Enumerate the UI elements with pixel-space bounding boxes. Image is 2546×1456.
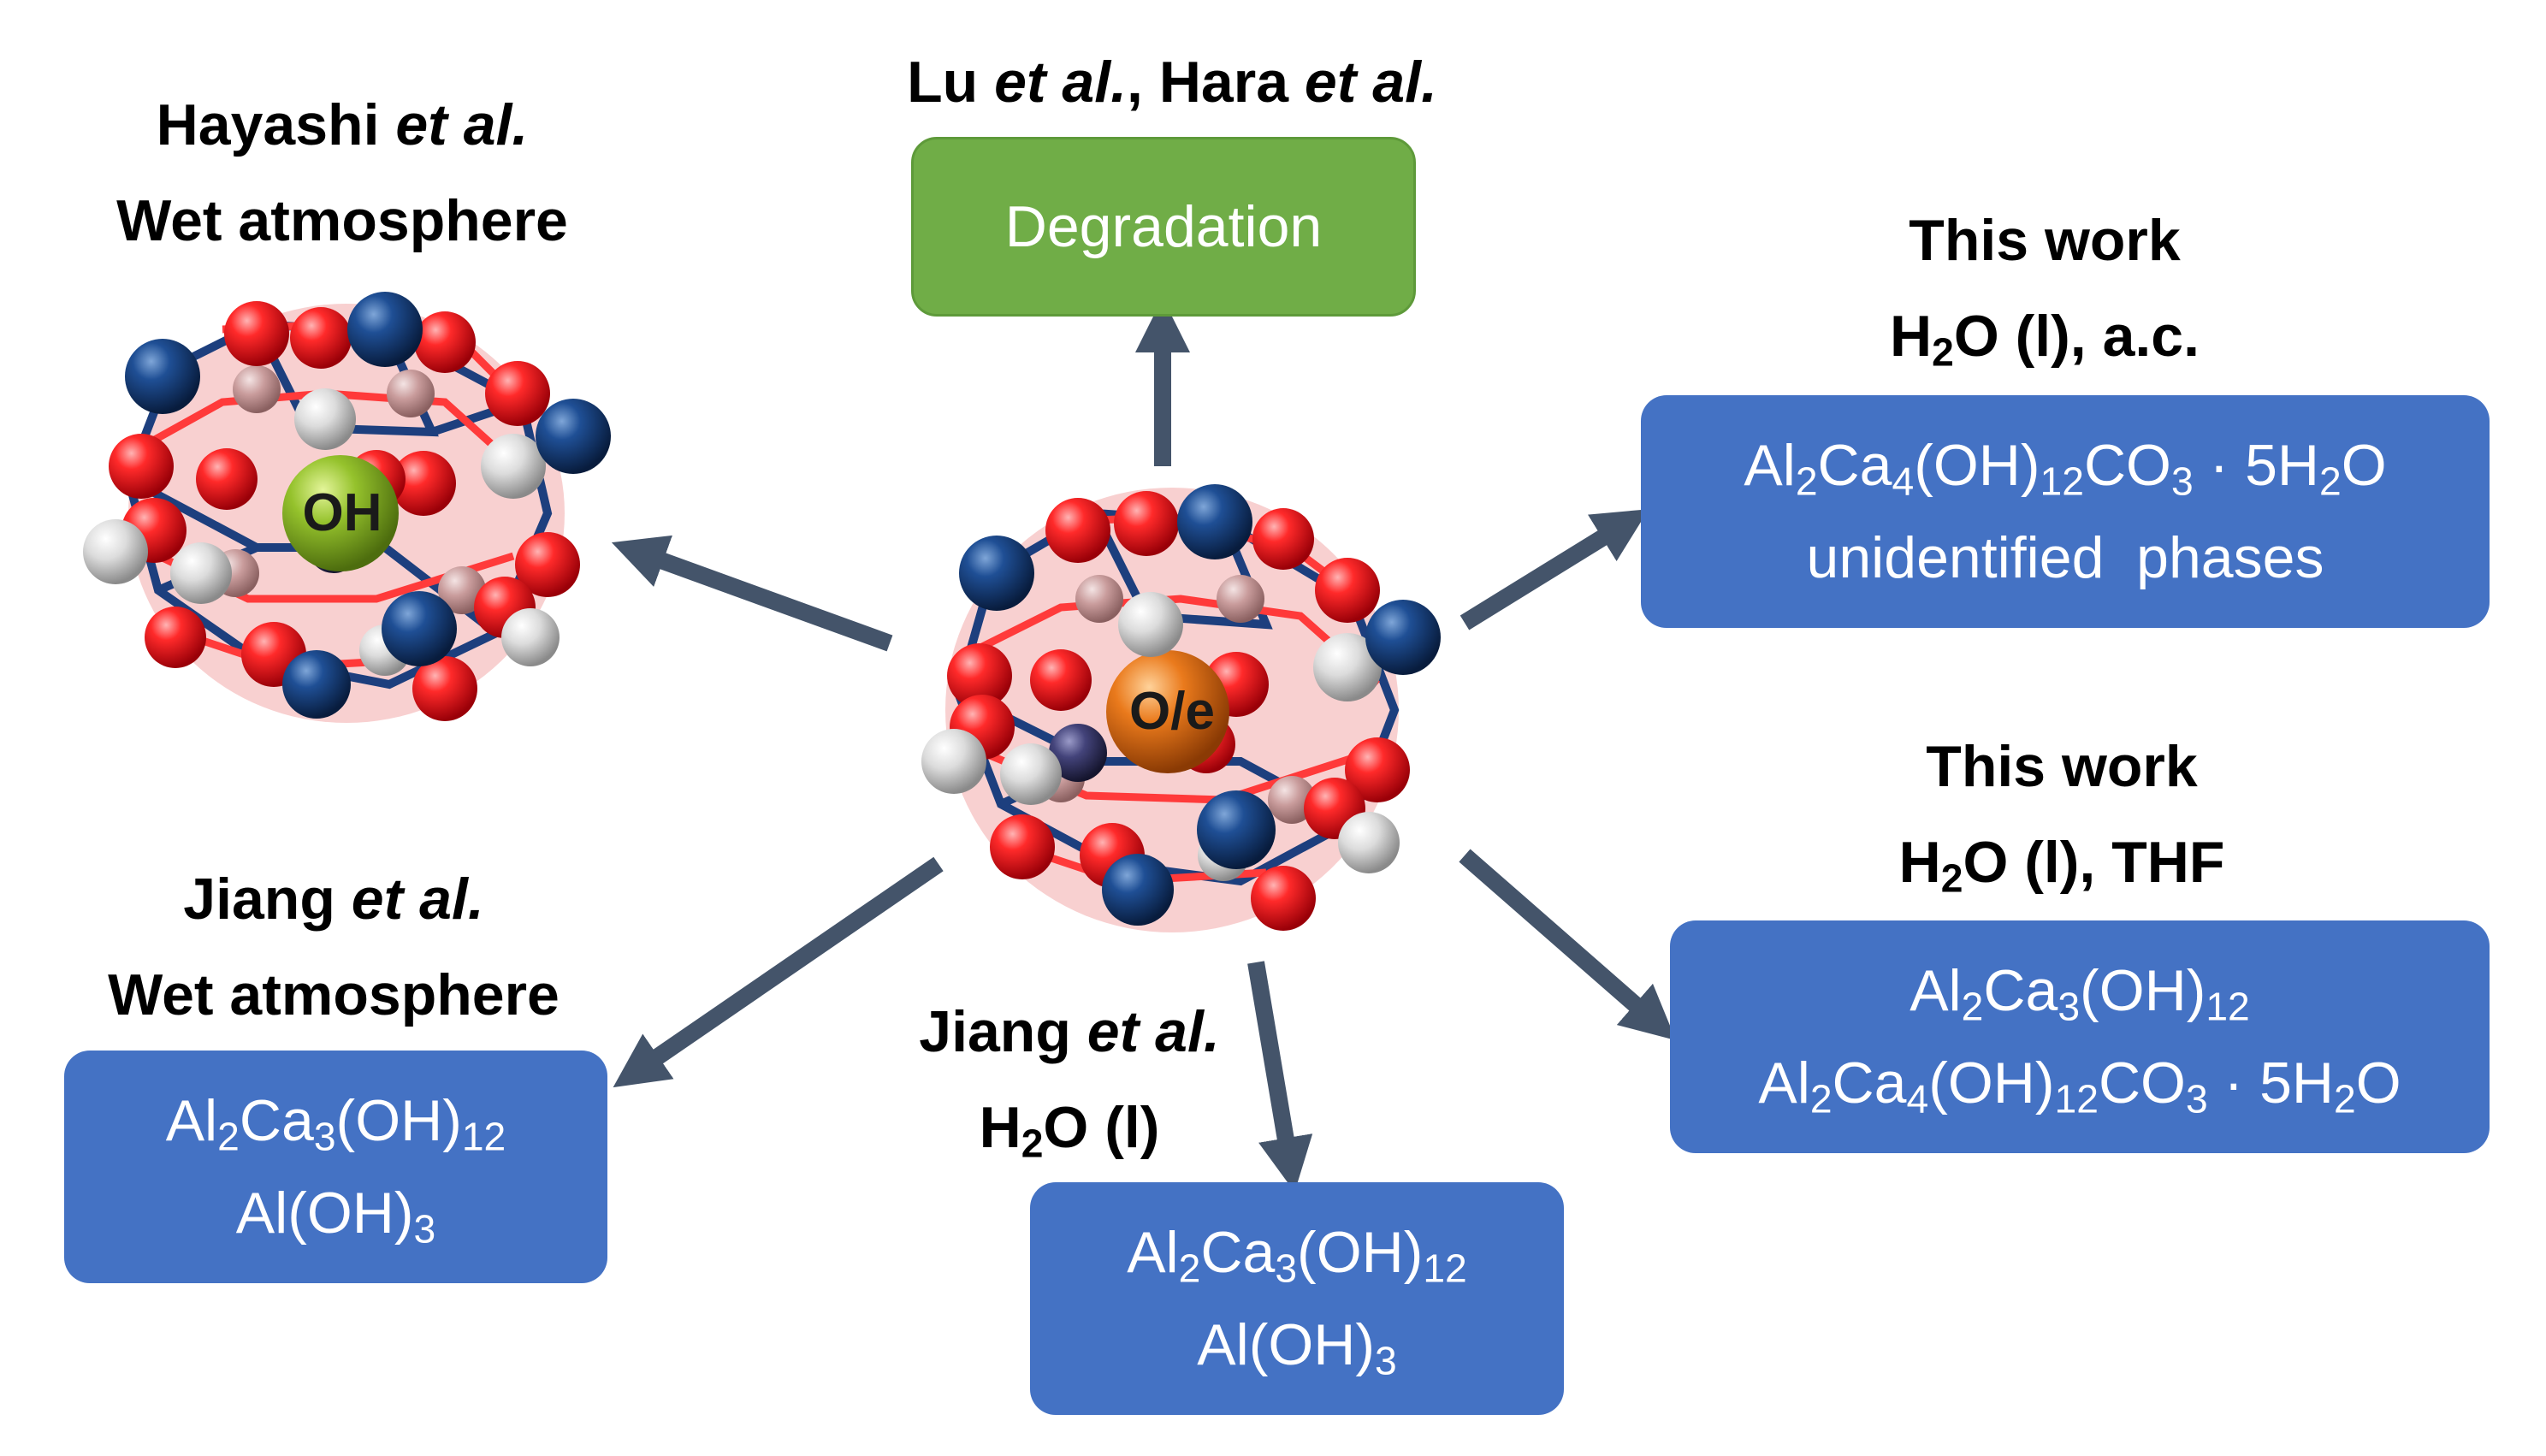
lu-hara-label: Lu et al., Hara et al. [821,34,1523,130]
atom [1045,498,1110,563]
author-name: Jiang [183,867,352,932]
author-name: Hayashi [156,92,396,157]
atom [1118,592,1183,657]
atom [536,399,611,474]
thiswork-ac-label: This work H2O (l), a.c. [1745,192,2344,384]
formula-line: Al2Ca3(OH)12 [165,1088,506,1159]
arrow-to-hayashi [611,535,893,652]
degradation-text: Degradation [1004,194,1323,259]
atom [515,532,580,597]
atom [1365,600,1441,675]
et-al-text: et al. [395,92,529,157]
this-work-text: This work [1909,208,2181,273]
atom [145,607,206,668]
et-al-text: et al. [994,50,1128,115]
atom [382,591,457,666]
arrow-to-jiang-wet [613,856,944,1088]
this-work-text: This work [1926,734,2198,799]
atom [391,451,456,516]
atom [109,434,174,499]
atom [1315,558,1380,623]
condition-text: Wet atmosphere [116,188,568,253]
atom [959,536,1034,611]
atom [990,814,1055,879]
atom [1075,575,1123,623]
atom [1102,854,1174,926]
formula-line: Al2Ca3(OH)12 [1910,958,2250,1029]
condition-text: H2O (l), a.c. [1889,304,2200,375]
atom [1197,790,1276,869]
jiang-wet-label: Jiang et al. Wet atmosphere [34,851,633,1043]
atom [485,361,550,426]
atom [1177,484,1252,559]
oe-center-label: O/e [1129,682,1215,741]
atom [412,656,477,721]
atom [224,301,289,366]
thiswork-ac-box: Al2Ca4(OH)12CO3 · 5H2O unidentified phas… [1641,395,2490,628]
atom [1268,776,1316,824]
degradation-box: Degradation [911,137,1416,317]
author-name: Jiang [919,999,1087,1064]
atom [233,365,281,413]
atom [921,729,986,794]
atom [438,566,486,614]
atom [1345,737,1410,802]
lu-hara-line: Lu et al., Hara et al. [821,34,1523,130]
atom [1251,866,1316,931]
author-name: Lu [907,50,995,115]
atom [947,643,1012,708]
formula-line: Al(OH)3 [1197,1312,1397,1383]
thiswork-thf-box: Al2Ca3(OH)12 Al2Ca4(OH)12CO3 · 5H2O [1670,920,2490,1153]
atom [282,650,351,719]
formula-line: Al(OH)3 [235,1181,436,1252]
atom [1106,650,1229,773]
hayashi-label: Hayashi et al. Wet atmosphere [51,77,633,269]
atom [290,307,352,369]
formula-line: Al2Ca4(OH)12CO3 · 5H2O [1744,433,2387,504]
atom [170,542,232,604]
atom [1030,649,1092,711]
formula-line: Al2Ca3(OH)12 [1127,1220,1467,1291]
atom [196,448,258,510]
jiang-wet-box: Al2Ca3(OH)12 Al(OH)3 [64,1051,607,1283]
atom [83,519,148,584]
atom [294,388,356,450]
atom [414,311,476,373]
arrow-to-thiswork-thf [1459,849,1677,1041]
atom [1252,508,1314,570]
condition-text: Wet atmosphere [108,962,560,1027]
atom [282,455,399,571]
et-al-text: et al. [1086,999,1220,1064]
thiswork-thf-label: This work H2O (l), THF [1762,719,2361,910]
condition-text: H2O (l), THF [1898,830,2225,901]
jiang-water-label: Jiang et al. H2O (l) [856,984,1283,1175]
et-al-text: et al. [351,867,484,932]
oh-center-label: OH [303,483,382,542]
center-cage: O/e [921,484,1441,932]
atom [501,608,560,666]
formula-line: Al2Ca4(OH)12CO3 · 5H2O [1758,1051,2401,1122]
atom [1049,724,1107,782]
phase-line: unidentified phases [1806,525,2324,590]
et-al-text: et al. [1304,50,1437,115]
arrow-to-jiang-water [1247,961,1313,1193]
atom [347,292,423,367]
atom [1114,491,1179,556]
jiang-water-box: Al2Ca3(OH)12 Al(OH)3 [1030,1182,1564,1415]
atom [481,434,546,499]
author-name: , Hara [1127,50,1305,115]
hayashi-cage: OH [83,292,611,723]
condition-text: H2O (l) [979,1095,1160,1166]
atom [387,370,435,417]
atom [1313,633,1382,701]
arrow-to-thiswork-ac [1460,509,1649,630]
atom [1217,575,1264,623]
atom [1338,812,1400,873]
atom [125,339,200,414]
atom [1000,743,1062,805]
